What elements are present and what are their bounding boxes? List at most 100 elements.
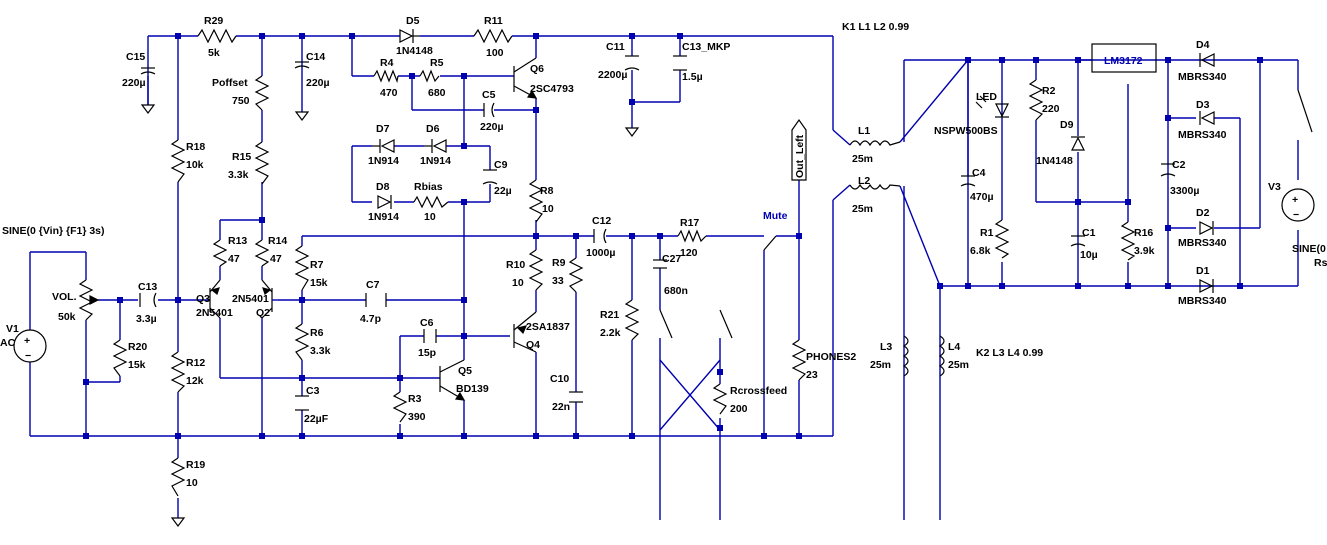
part-ref: R6 bbox=[310, 327, 324, 339]
part-ref: D5 bbox=[406, 15, 420, 27]
part-value: 10k bbox=[186, 159, 204, 171]
part-value: 50k bbox=[58, 311, 76, 323]
part-ref: C13 bbox=[138, 281, 157, 293]
diode-d6-symbol bbox=[424, 139, 447, 153]
diode-d4-symbol bbox=[1199, 53, 1215, 67]
source-v1-symbol: +− bbox=[13, 329, 47, 363]
resistor-r9-symbol bbox=[568, 257, 584, 293]
part-value: MBRS340 bbox=[1178, 129, 1227, 141]
resistor-r12-symbol bbox=[170, 351, 186, 393]
cap-c9-symbol bbox=[482, 169, 498, 185]
part-value: 2SA1837 bbox=[526, 321, 570, 333]
part-value: 1000µ bbox=[586, 247, 615, 259]
part-value: 470µ bbox=[970, 191, 994, 203]
cap-c27-symbol bbox=[653, 259, 667, 269]
part-ref: R15 bbox=[232, 151, 251, 163]
part-ref: R3 bbox=[408, 393, 422, 405]
part-ref: D6 bbox=[426, 123, 440, 135]
part-ref: L4 bbox=[948, 341, 960, 353]
resistor-r10-symbol bbox=[528, 249, 544, 291]
out-left-flag bbox=[791, 118, 807, 181]
resistor-r19-symbol bbox=[170, 457, 186, 497]
resistor-rcrossfeed-symbol bbox=[712, 383, 728, 415]
resistor-r5-symbol bbox=[419, 69, 440, 83]
part-ref: R13 bbox=[228, 235, 247, 247]
v3-name: V3 bbox=[1268, 181, 1281, 193]
part-ref: L2 bbox=[858, 175, 870, 187]
part-ref: C4 bbox=[972, 167, 986, 179]
part-ref: D7 bbox=[376, 123, 390, 135]
inductor-l4-symbol bbox=[938, 335, 945, 377]
part-value: 2.2k bbox=[600, 327, 621, 339]
directive-bottom: K2 L3 L4 0.99 bbox=[976, 347, 1043, 359]
part-value: 6.8k bbox=[970, 245, 991, 257]
resistor-rbias-symbol bbox=[413, 195, 449, 209]
part-ref: R29 bbox=[204, 15, 223, 27]
v1-name: V1 bbox=[6, 323, 19, 335]
part-ref: D1 bbox=[1196, 265, 1210, 277]
part-ref: C9 bbox=[494, 159, 508, 171]
part-ref: Poffset bbox=[212, 77, 248, 89]
part-value: 12k bbox=[186, 375, 204, 387]
transistor-q6-symbol bbox=[513, 57, 538, 99]
pot-wiper-arrow bbox=[89, 295, 100, 305]
part-value: 1N4148 bbox=[1036, 155, 1073, 167]
switch-cf-b bbox=[719, 309, 733, 339]
part-ref: Rbias bbox=[414, 181, 443, 193]
labels: K1 L1 L2 0.99 K2 L3 L4 0.99 SINE(0 {Vin}… bbox=[0, 15, 1327, 489]
svg-text:+: + bbox=[1292, 194, 1298, 206]
cap-c10-symbol bbox=[569, 391, 583, 403]
v3-value: SINE(0 bbox=[1292, 243, 1326, 255]
part-ref: R2 bbox=[1042, 85, 1056, 97]
part-ref: C12 bbox=[592, 215, 611, 227]
cap-c14-symbol bbox=[294, 61, 310, 121]
part-value: 3300µ bbox=[1170, 185, 1199, 197]
part-ref: C14 bbox=[306, 51, 325, 63]
part-value: 5k bbox=[208, 47, 220, 59]
part-value: MBRS340 bbox=[1178, 237, 1227, 249]
part-value: 220µ bbox=[122, 77, 146, 89]
part-value: 47 bbox=[270, 253, 282, 265]
part-ref: R12 bbox=[186, 357, 205, 369]
part-value: 10 bbox=[186, 477, 198, 489]
net-mute: Mute bbox=[763, 210, 788, 222]
part-value: 15k bbox=[310, 277, 328, 289]
part-value: 2N5401 bbox=[196, 307, 233, 319]
part-ref: L3 bbox=[880, 341, 892, 353]
directive-top: K1 L1 L2 0.99 bbox=[842, 21, 909, 33]
part-value: MBRS340 bbox=[1178, 295, 1227, 307]
part-value: 2N5401 bbox=[232, 293, 269, 305]
part-value: 25m bbox=[852, 153, 873, 165]
part-value: 22µ bbox=[494, 185, 512, 197]
cap-c12-symbol bbox=[593, 228, 607, 244]
part-value: 1N914 bbox=[420, 155, 451, 167]
transistor-q4-symbol bbox=[513, 311, 537, 353]
part-value: 10 bbox=[512, 277, 524, 289]
inductor-l1-symbol bbox=[849, 140, 901, 147]
resistor-r21-symbol bbox=[624, 299, 640, 341]
diode-d2-symbol bbox=[1199, 221, 1214, 235]
part-value: 3.3k bbox=[228, 169, 249, 181]
resistor-r13-symbol bbox=[212, 239, 228, 267]
switch-v3 bbox=[1297, 89, 1313, 133]
resistor-r7-symbol bbox=[294, 245, 310, 291]
part-ref: C13_MKP bbox=[682, 41, 730, 53]
cap-c15-symbol bbox=[140, 67, 156, 114]
part-ref: Q5 bbox=[458, 365, 472, 377]
resistor-r18-symbol bbox=[170, 139, 186, 183]
part-value: 10 bbox=[542, 203, 554, 215]
part-ref: C5 bbox=[482, 89, 496, 101]
part-ref: C11 bbox=[606, 41, 625, 53]
led-symbol bbox=[975, 95, 1009, 118]
part-ref: C3 bbox=[306, 385, 320, 397]
resistor-r20-symbol bbox=[112, 339, 128, 377]
resistor-r15-symbol bbox=[254, 141, 270, 185]
part-value: 390 bbox=[408, 411, 426, 423]
part-ref: R17 bbox=[680, 217, 699, 229]
part-ref: Q6 bbox=[530, 63, 544, 75]
part-ref: R8 bbox=[540, 185, 554, 197]
part-value: 1.5µ bbox=[682, 71, 703, 83]
part-ref: C15 bbox=[126, 51, 145, 63]
part-ref: D9 bbox=[1060, 119, 1074, 131]
part-ref: Q2 bbox=[256, 307, 270, 319]
